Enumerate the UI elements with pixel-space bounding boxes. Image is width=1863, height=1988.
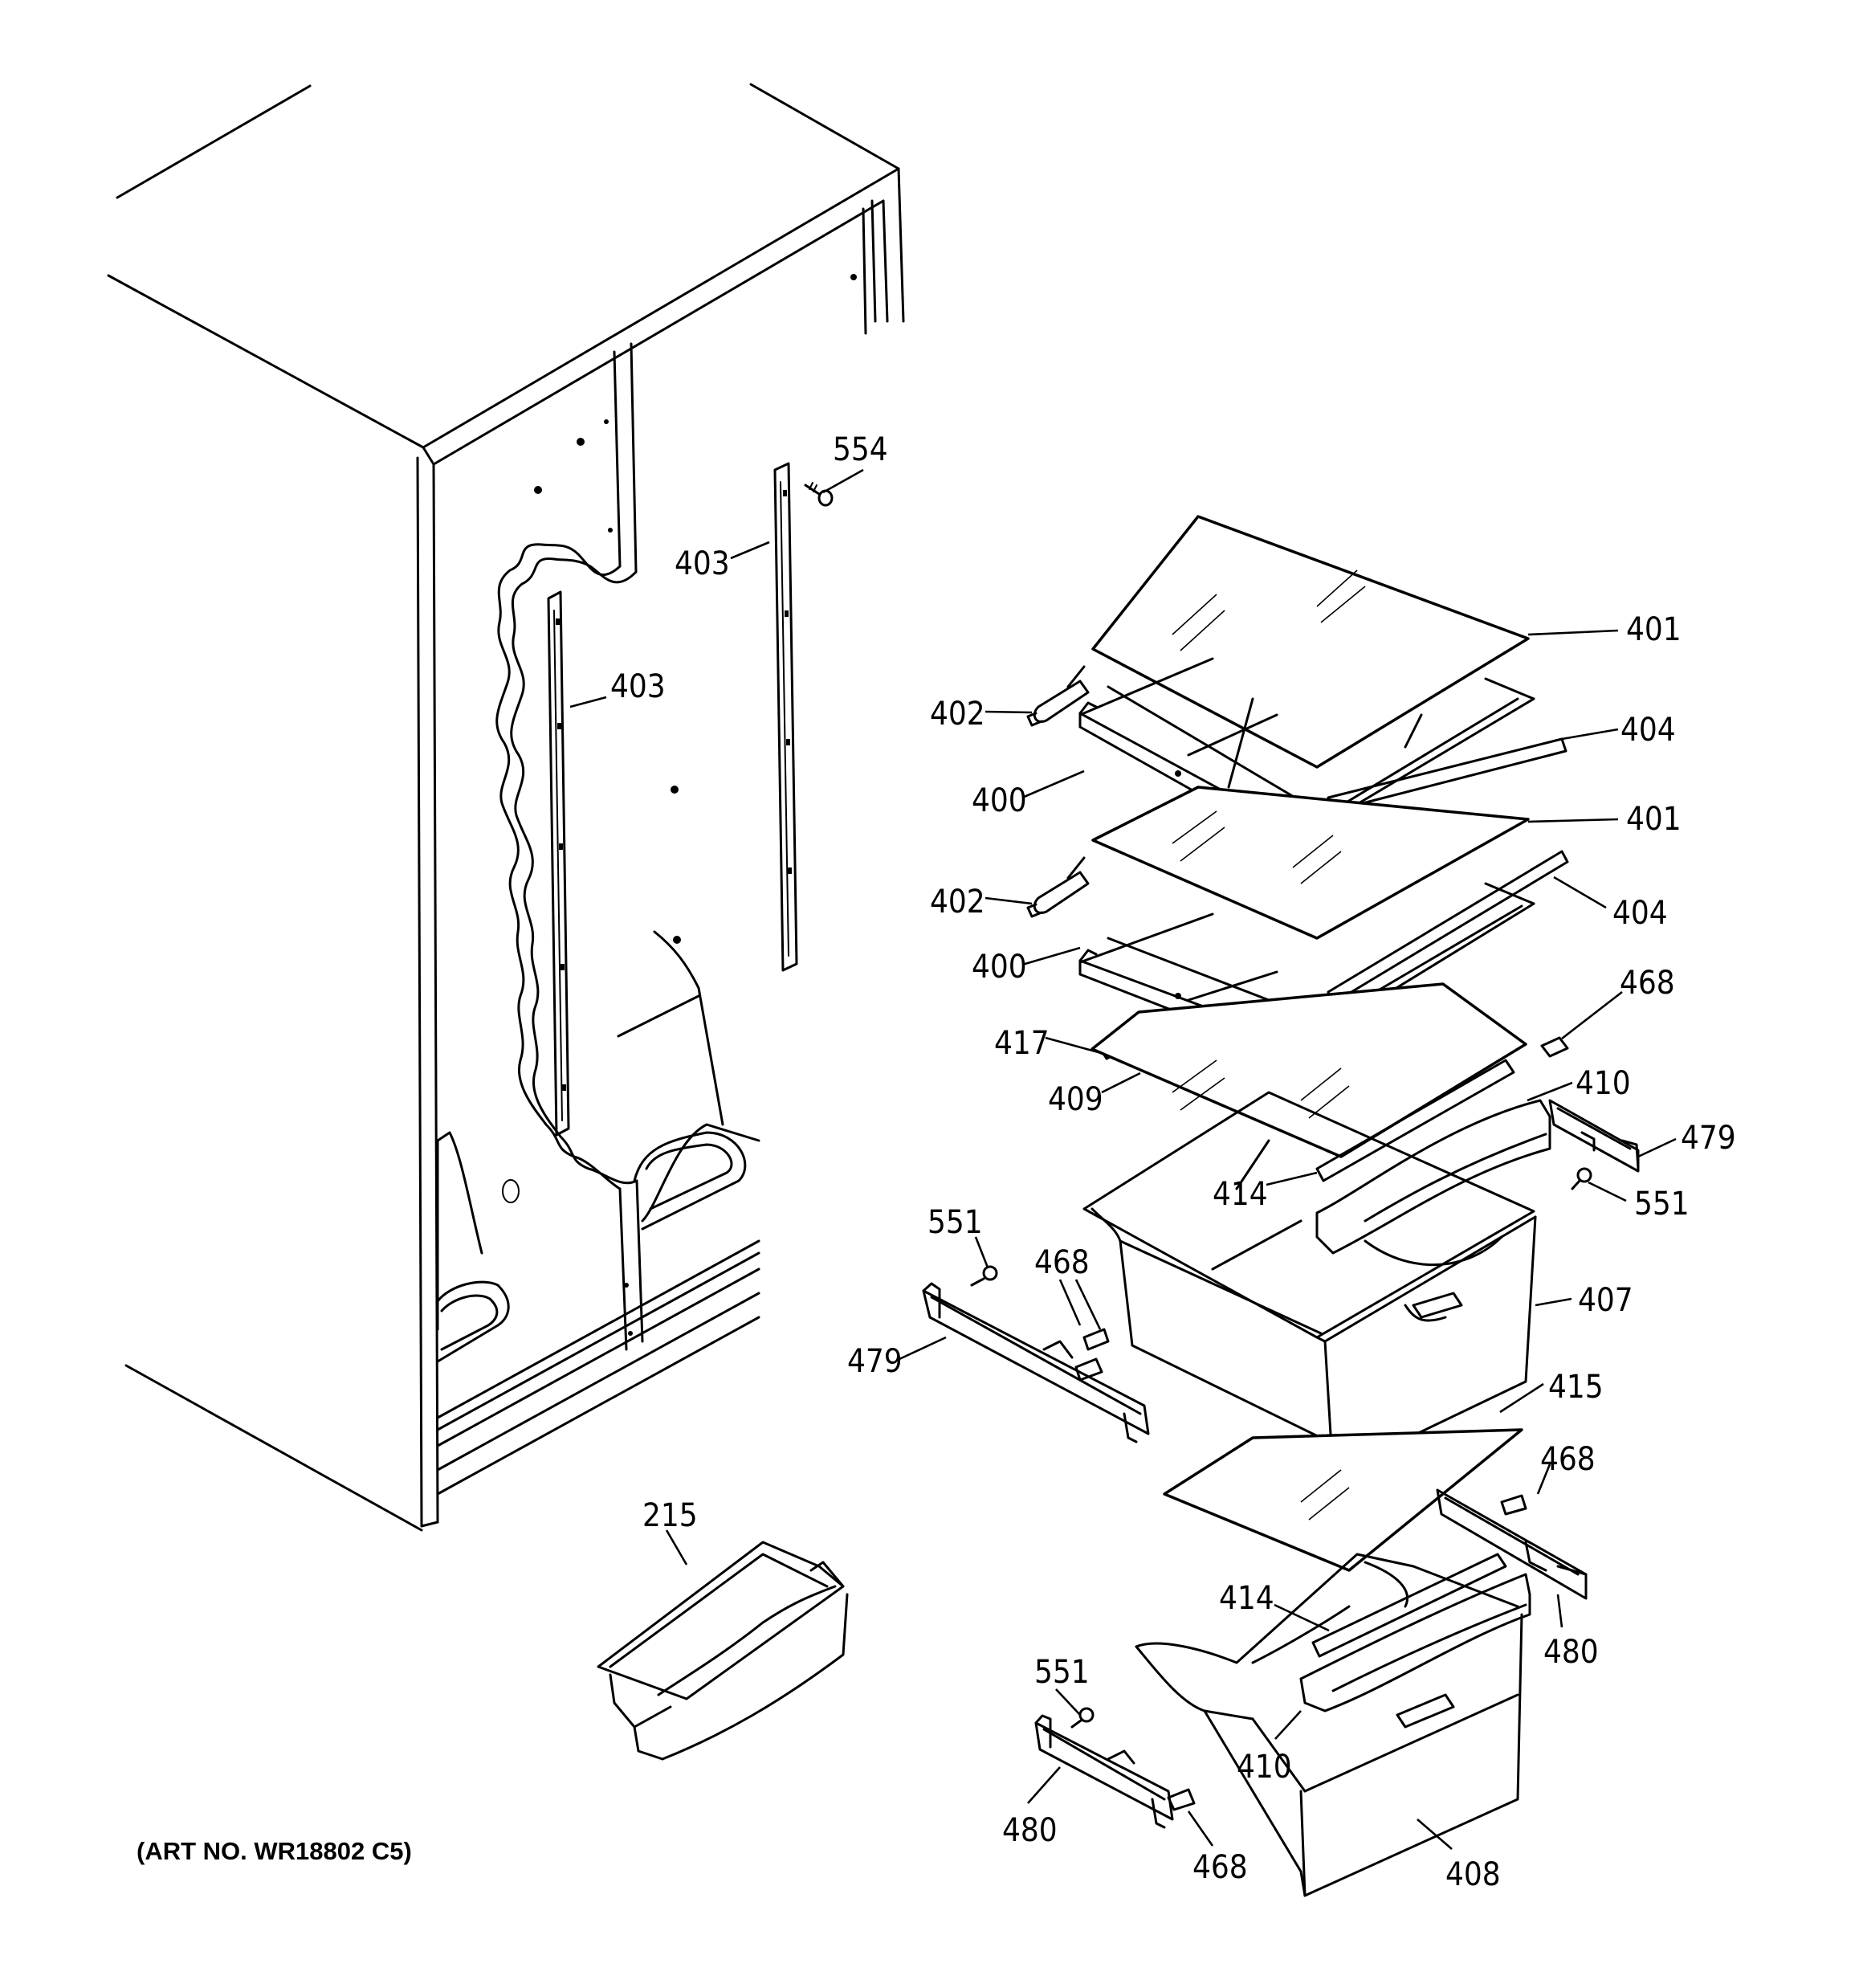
drawer-slide-480-left <box>1034 1714 1174 1829</box>
refrigerator-cabinet <box>107 83 905 1532</box>
callout-403-left: 403 <box>610 668 666 705</box>
drawer-slide-479-left <box>922 1282 1150 1443</box>
callout-410-lower: 410 <box>1237 1749 1292 1786</box>
callout-215: 215 <box>642 1497 698 1534</box>
drawer-stop-468-d <box>1167 1788 1196 1811</box>
callout-415: 415 <box>1548 1369 1604 1406</box>
callout-407: 407 <box>1578 1282 1633 1319</box>
art-number: (ART NO. WR18802 C5) <box>137 1837 412 1865</box>
shelf-rail-403-left <box>547 590 570 1137</box>
callout-480-left: 480 <box>1002 1812 1058 1849</box>
callout-402-top: 402 <box>930 696 985 733</box>
glass-shelf-401-middle <box>1091 786 1530 940</box>
callout-410-upper: 410 <box>1576 1065 1631 1102</box>
callout-400-top: 400 <box>972 782 1027 819</box>
callout-468-d: 468 <box>1192 1849 1248 1886</box>
callout-479-right: 479 <box>1681 1120 1736 1157</box>
callout-551-right: 551 <box>1634 1186 1690 1223</box>
glass-cover-415 <box>1163 1428 1523 1572</box>
callout-468-b: 468 <box>1034 1244 1090 1281</box>
callout-401-top: 401 <box>1626 611 1682 648</box>
callout-404-top: 404 <box>1620 712 1676 749</box>
door-bin-215 <box>597 1541 849 1761</box>
drawer-slide-479-right <box>1548 1099 1640 1173</box>
callout-labels: 554 403 403 401 402 404 400 401 402 404 … <box>610 431 1736 1893</box>
callout-468-c: 468 <box>1540 1441 1596 1478</box>
shelf-bracket-402-top <box>1026 665 1090 727</box>
callout-402-middle: 402 <box>930 884 985 921</box>
drawer-stop-468-a <box>1540 1036 1569 1058</box>
callout-404-middle: 404 <box>1612 895 1668 932</box>
crisper-drawer-408 <box>1135 1553 1531 1897</box>
crisper-drawer-407 <box>1082 1059 1551 1476</box>
drawer-stop-468-c <box>1500 1494 1527 1516</box>
callout-468-a: 468 <box>1620 965 1675 1002</box>
drawer-slide-480-right <box>1436 1488 1588 1600</box>
drawer-stop-468-b <box>1074 1328 1110 1382</box>
callout-480-right: 480 <box>1543 1634 1599 1671</box>
shelf-bracket-402-middle <box>1026 856 1090 918</box>
callout-554: 554 <box>833 431 888 468</box>
callout-414-upper: 414 <box>1213 1176 1268 1213</box>
callout-408: 408 <box>1445 1856 1501 1893</box>
glass-shelf-401-top <box>1091 515 1530 769</box>
callout-551-lower: 551 <box>1034 1654 1090 1691</box>
callout-551-left: 551 <box>927 1204 983 1241</box>
screw-551-upper-left <box>970 1265 998 1287</box>
callout-417: 417 <box>994 1025 1050 1062</box>
callout-403-right: 403 <box>675 545 730 582</box>
callout-400-middle: 400 <box>972 949 1027 986</box>
shelf-rail-403-right <box>773 462 798 972</box>
screw-551-right <box>1571 1167 1592 1190</box>
callout-leaders <box>569 468 1677 1850</box>
callout-409: 409 <box>1048 1081 1103 1118</box>
screw-551-lower <box>1070 1707 1095 1729</box>
screw-554 <box>804 482 834 507</box>
callout-401-middle: 401 <box>1626 801 1682 838</box>
callout-414-lower: 414 <box>1219 1580 1274 1617</box>
callout-479-left: 479 <box>847 1343 903 1380</box>
